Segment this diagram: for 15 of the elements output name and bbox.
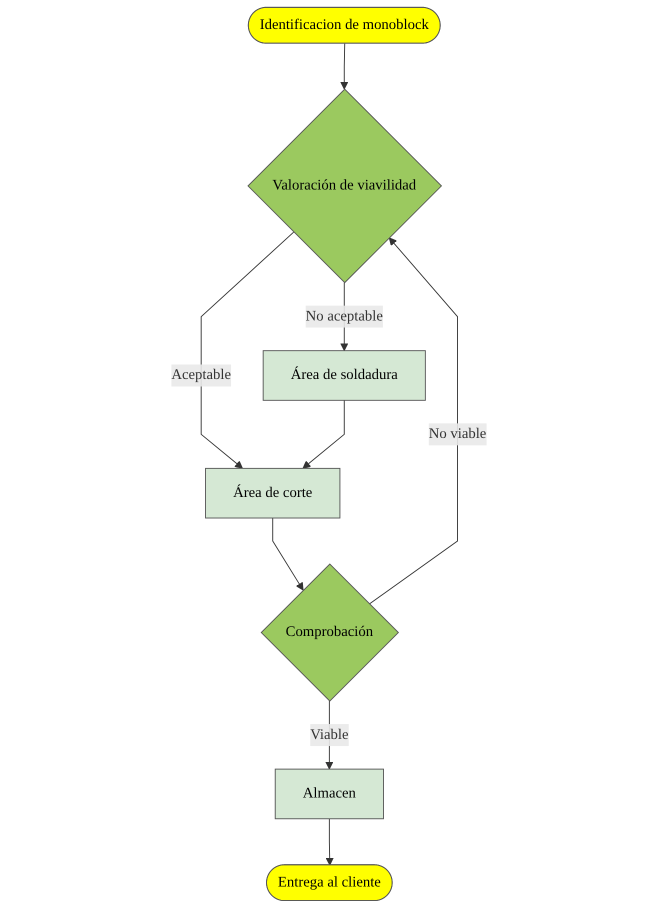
- arrow: [272, 518, 304, 591]
- edge-label: No viable: [428, 426, 486, 442]
- arrow: [340, 43, 348, 90]
- node-diamond: Valoración de viavilidad: [247, 88, 442, 284]
- node-box: Área de soldadura: [262, 350, 426, 401]
- arrow: [368, 237, 458, 604]
- arrow: [302, 400, 344, 469]
- edge-label: Aceptable: [171, 367, 231, 383]
- node-diamond: Comprobación: [260, 563, 399, 702]
- edge-label: Viable: [310, 726, 348, 742]
- arrow: [325, 818, 334, 866]
- arrow: [200, 232, 294, 469]
- node-box: Área de corte: [204, 468, 340, 518]
- edge-label: No aceptable: [305, 308, 383, 324]
- node-box: Almacen: [274, 768, 384, 820]
